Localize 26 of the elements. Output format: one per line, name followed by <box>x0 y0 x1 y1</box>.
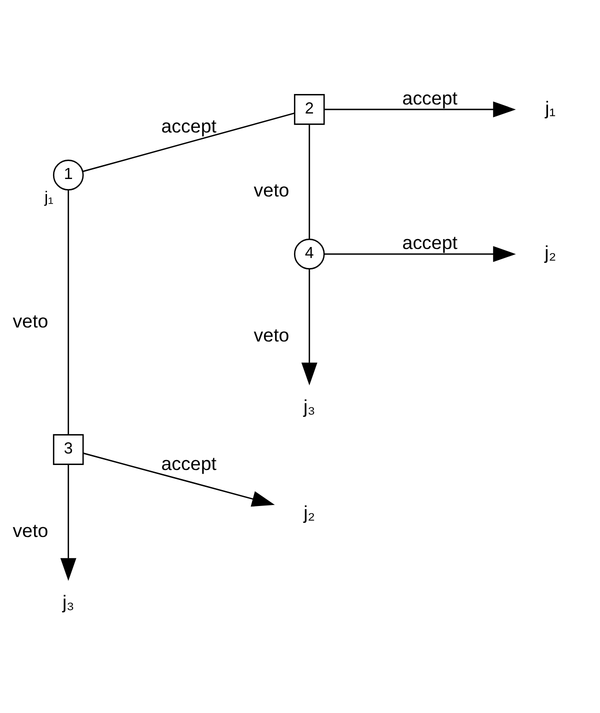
arrow <box>83 452 275 507</box>
arrow <box>324 246 516 262</box>
connector <box>308 124 310 239</box>
arrow <box>60 464 76 581</box>
edge-label: accept <box>161 115 216 136</box>
edge-label: veto <box>12 520 48 541</box>
node-box: 3 <box>52 434 84 465</box>
node-text: j₃ <box>62 591 74 612</box>
connector <box>68 190 70 435</box>
edge-label: accept <box>161 452 216 474</box>
edge-label: accept <box>402 87 458 108</box>
node-text: j₂ <box>544 242 556 264</box>
node-text: j₁ <box>545 97 556 118</box>
edge-label: veto <box>12 310 48 332</box>
edge-label: accept <box>402 232 458 253</box>
edge-label: veto <box>254 324 290 346</box>
node-text: j₂ <box>304 502 316 523</box>
node-box: 2 <box>294 94 325 125</box>
edge-label: veto <box>254 180 290 201</box>
node-circle: 1 <box>52 160 84 190</box>
connector <box>82 112 295 172</box>
arrow <box>324 101 516 118</box>
arrow <box>301 269 318 386</box>
node-label: j₁ <box>44 188 54 207</box>
node-text: j₃ <box>303 396 316 418</box>
node-circle: 4 <box>294 238 325 270</box>
